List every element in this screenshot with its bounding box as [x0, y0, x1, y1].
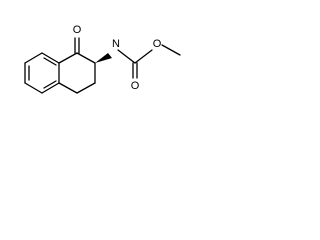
ester-oxygen-label: O [153, 38, 162, 50]
stereo-wedge-bond [95, 53, 112, 63]
nitrogen-label: N [112, 38, 120, 50]
bond-o-methyl [161, 44, 181, 56]
carbamate-group [117, 44, 181, 79]
bond-c11-o-ester [134, 49, 153, 64]
ketone-group [74, 37, 80, 54]
bond-c6-c7 [58, 52, 78, 64]
bond-c1-c2 [24, 52, 43, 64]
bond-c9-c10 [76, 82, 96, 94]
nitrogen-atom: N [112, 38, 120, 50]
bond-n-c11 [117, 49, 136, 64]
double-bond-inner-top [43, 57, 57, 66]
ketone-oxygen-atom: O [73, 24, 82, 36]
cyclohexanone-ring [58, 52, 96, 94]
carbonyl-oxygen-label: O [131, 80, 140, 92]
bond-c6-c1 [41, 52, 60, 64]
double-bond-inner-bottom [43, 80, 57, 89]
carbonyl-oxygen-atom: O [131, 80, 140, 92]
chemical-structure-diagram: O N O O [24, 24, 181, 94]
ester-oxygen-atom: O [153, 38, 162, 50]
bond-c10-c5 [58, 82, 78, 94]
benzene-ring [24, 52, 60, 94]
bond-c4-c5 [41, 82, 60, 94]
ketone-oxygen-label: O [73, 24, 82, 36]
bond-c3-c4 [24, 82, 43, 94]
bond-c7-c8 [76, 52, 96, 64]
